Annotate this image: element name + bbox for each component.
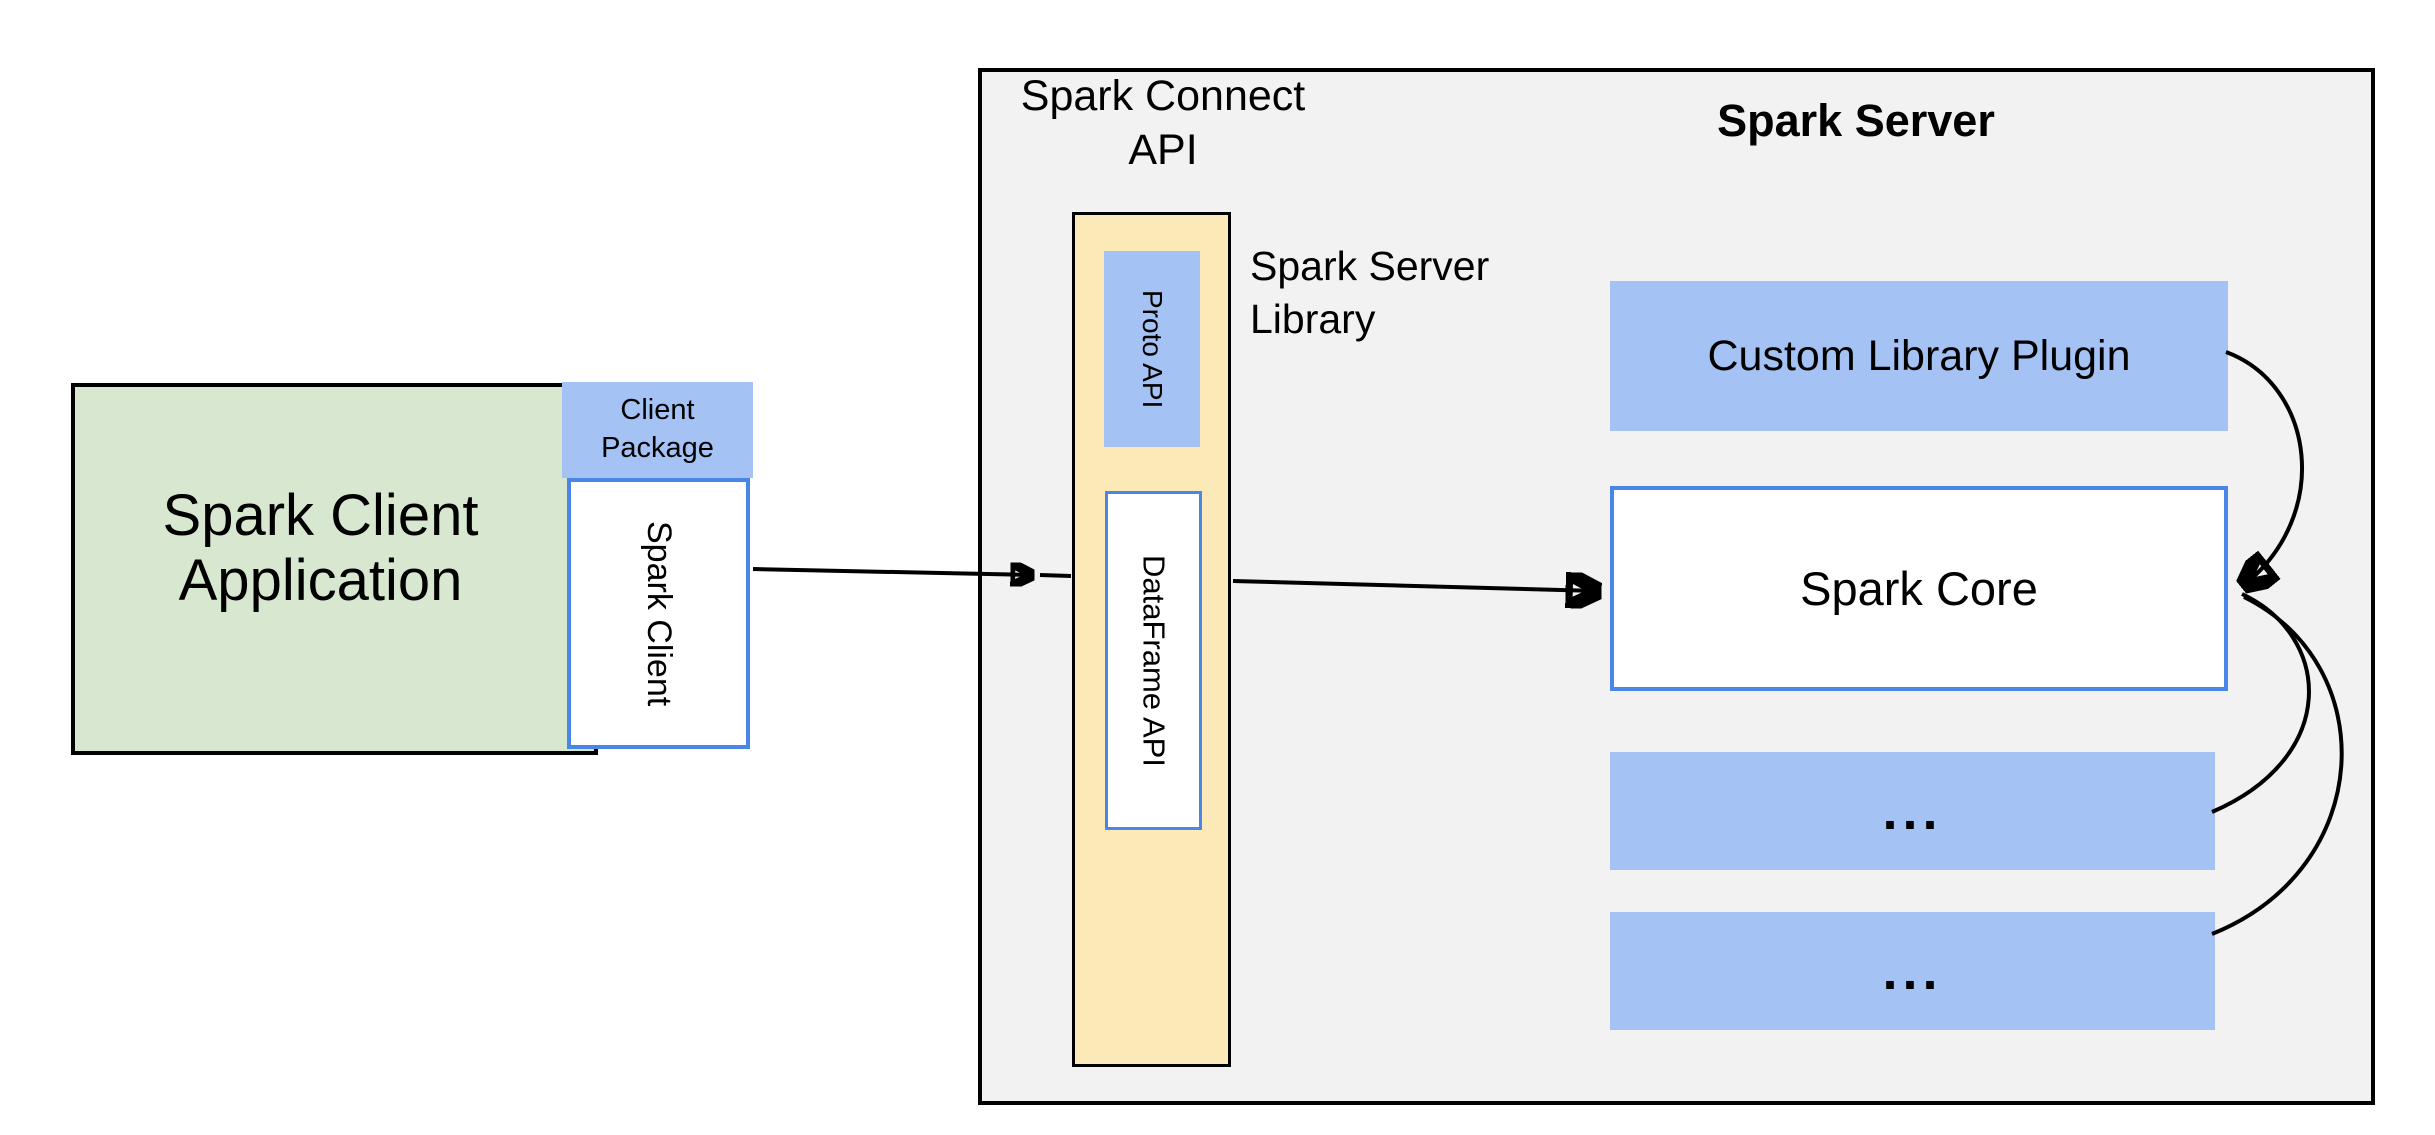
client-package-box: Client Package — [562, 382, 753, 478]
dataframe-api-label: DataFrame API — [1136, 554, 1172, 767]
spark-client-application-label-line2: Application — [178, 548, 463, 613]
client-package-label-line2: Package — [601, 432, 714, 464]
spark-client-application-label-line1: Spark Client — [162, 483, 479, 549]
server-module-placeholder-box-1: ... — [1610, 752, 2215, 870]
spark-server-library-caption-line2: Library — [1250, 296, 1376, 343]
spark-connect-api-title-line2: API — [1128, 125, 1198, 174]
spark-client-application-label: Spark Client Application — [75, 387, 566, 751]
spark-client-label: Spark Client — [640, 520, 678, 707]
dataframe-api-box: DataFrame API — [1105, 491, 1202, 830]
client-package-label-line1: Client — [620, 394, 695, 427]
ellipsis-label-2: ... — [1882, 941, 1943, 1001]
spark-client-application-box: Spark Client Application — [71, 383, 598, 755]
custom-library-plugin-label: Custom Library Plugin — [1707, 331, 2131, 380]
spark-client-box: Spark Client — [567, 478, 750, 749]
spark-core-label: Spark Core — [1800, 562, 2038, 615]
proto-api-label: Proto API — [1137, 289, 1168, 409]
spark-server-title: Spark Server — [1717, 95, 1995, 146]
spark-connect-api-title: Spark Connect API — [978, 70, 1348, 178]
spark-core-box: Spark Core — [1610, 486, 2228, 691]
spark-connect-api-title-line1: Spark Connect — [1020, 72, 1306, 120]
custom-library-plugin-box: Custom Library Plugin — [1610, 281, 2228, 431]
spark-server-library-caption: Spark Server Library — [1250, 240, 1590, 347]
ellipsis-label-1: ... — [1882, 781, 1943, 841]
server-module-placeholder-box-2: ... — [1610, 912, 2215, 1030]
proto-api-box: Proto API — [1104, 251, 1200, 447]
spark-server-library-caption-line1: Spark Server — [1250, 243, 1490, 289]
